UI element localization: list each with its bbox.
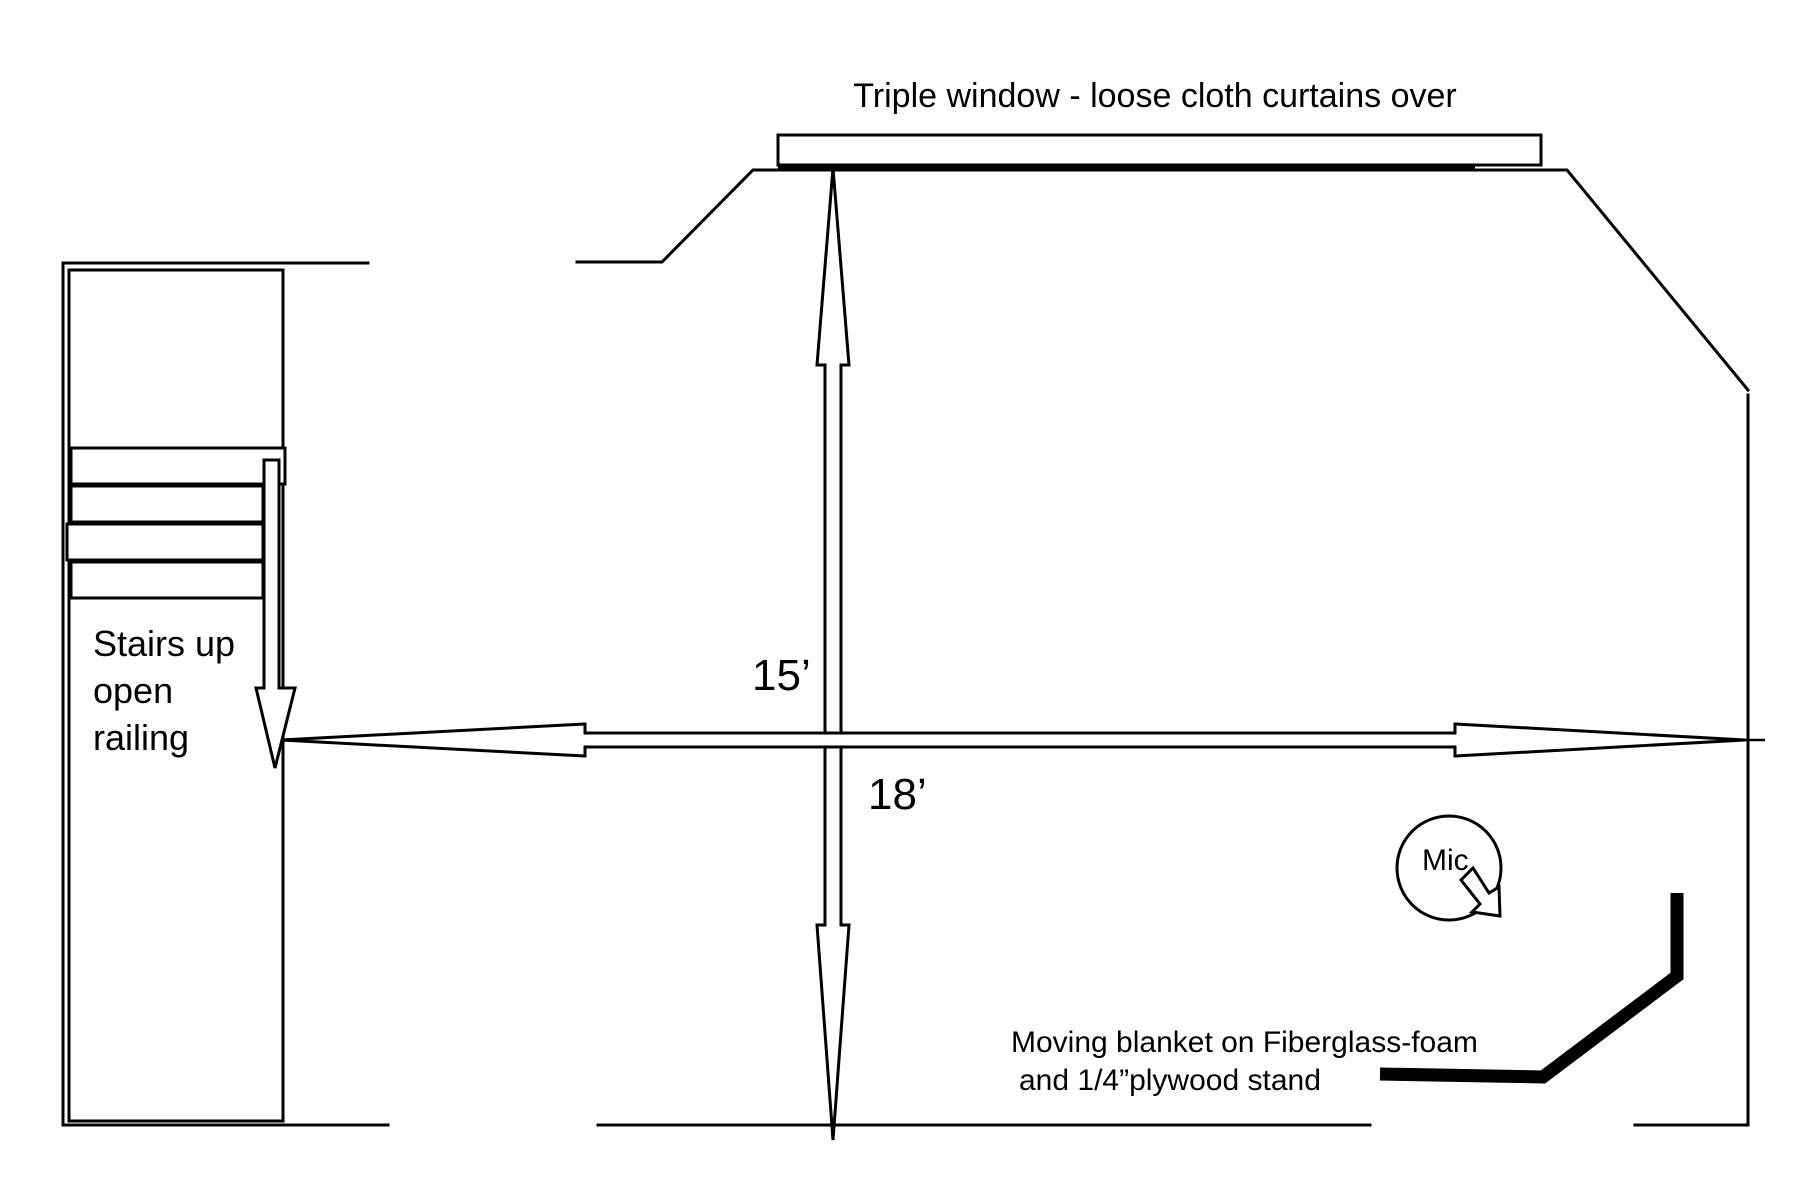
stair-step	[69, 446, 287, 486]
room-walls	[61, 164, 1751, 1127]
staircase	[65, 268, 297, 1123]
window-label: Triple window - loose cloth curtains ove…	[853, 77, 1456, 115]
microphone	[1395, 814, 1503, 922]
blanket-label-line1: Moving blanket on Fiberglass-foam	[1011, 1026, 1478, 1059]
stair-step	[69, 560, 265, 600]
dimension-label-horizontal: 18’	[868, 770, 927, 819]
stairs-label-line3: railing	[93, 717, 189, 758]
moving-blanket-panel	[1379, 893, 1684, 1084]
mic-direction-arrow	[1458, 865, 1502, 918]
stair-step	[69, 484, 265, 524]
triple-window	[776, 133, 1543, 167]
dimension-arrow-vertical	[815, 167, 851, 1141]
wall-top-right-angled	[1473, 168, 1751, 393]
dimension-arrow-horizontal	[280, 722, 1746, 758]
wall-top-left-angled	[575, 168, 782, 264]
stairs-label-line2: open	[93, 670, 173, 711]
mic-label: Mic	[1422, 844, 1469, 877]
stair-step	[65, 522, 265, 562]
stairs-outline	[67, 268, 285, 1123]
dimension-label-vertical: 15’	[752, 651, 811, 700]
stairs-direction-arrow	[254, 458, 297, 769]
stairs-label-line1: Stairs up	[93, 623, 235, 664]
blanket-label-line2: and 1/4”plywood stand	[1019, 1064, 1321, 1097]
